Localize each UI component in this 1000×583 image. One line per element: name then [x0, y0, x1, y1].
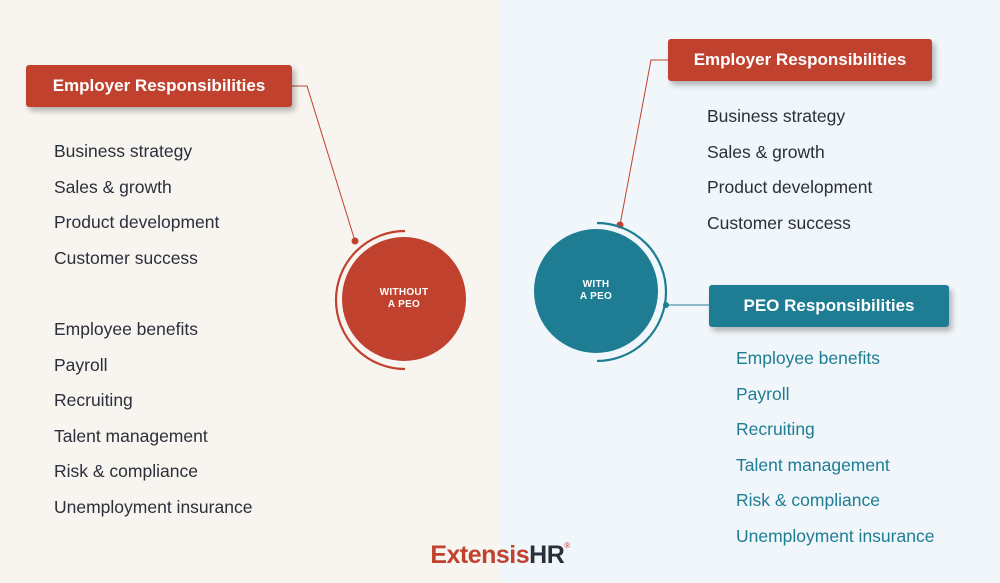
logo-registered-mark: ®: [564, 541, 570, 550]
left-header-label: Employer Responsibilities: [52, 76, 266, 95]
logo-part-hr: HR: [529, 541, 565, 569]
without-peo-line2: A PEO: [387, 299, 421, 310]
list-item: Talent management: [54, 425, 208, 446]
extensishr-logo: ExtensisHR®: [0, 541, 1000, 570]
logo-part-extensis: Extensis: [430, 541, 530, 569]
without-peo-line1: WITHOUT: [379, 287, 429, 298]
right-employer-responsibilities-header: Employer Responsibilities: [668, 39, 932, 81]
right-employer-list: Business strategy Sales & growth Product…: [707, 104, 872, 246]
list-item: Recruiting: [736, 419, 815, 439]
list-item: Employee benefits: [736, 348, 880, 368]
list-item: Payroll: [736, 383, 790, 404]
list-item: Unemployment insurance: [54, 496, 253, 517]
with-peo-line2: A PEO: [579, 291, 613, 302]
list-item: Sales & growth: [54, 176, 172, 197]
left-connector-line: [292, 85, 356, 242]
peo-responsibilities-header: PEO Responsibilities: [709, 285, 949, 327]
list-item: Risk & compliance: [54, 461, 198, 481]
list-item: Product development: [54, 212, 220, 232]
list-item: Unemployment insurance: [736, 525, 935, 546]
list-item: Recruiting: [54, 390, 133, 410]
left-employer-responsibilities-header: Employer Responsibilities: [26, 65, 292, 107]
right-upper-connector-line: [619, 59, 668, 226]
list-item: Business strategy: [707, 106, 846, 126]
right-header-label: Employer Responsibilities: [693, 50, 907, 69]
left-connector-dot: [351, 237, 359, 245]
list-item: Customer success: [54, 247, 198, 268]
list-item: Product development: [707, 177, 873, 197]
list-item: Employee benefits: [54, 319, 198, 339]
left-other-responsibilities-list: Employee benefits Payroll Recruiting Tal…: [54, 317, 252, 530]
peo-header-label: PEO Responsibilities: [743, 296, 915, 315]
list-item: Customer success: [707, 212, 851, 233]
left-circle-ring: [334, 229, 406, 371]
list-item: Risk & compliance: [736, 490, 880, 510]
with-peo-circle: WITH A PEO: [534, 229, 658, 353]
without-peo-circle: WITHOUT A PEO: [342, 237, 466, 361]
left-employer-list: Business strategy Sales & growth Product…: [54, 139, 219, 281]
with-peo-line1: WITH: [582, 279, 610, 290]
list-item: Sales & growth: [707, 141, 825, 162]
list-item: Talent management: [736, 454, 890, 475]
list-item: Payroll: [54, 354, 108, 375]
list-item: Business strategy: [54, 141, 193, 161]
right-circle-ring: [596, 221, 668, 363]
peo-responsibilities-list: Employee benefits Payroll Recruiting Tal…: [736, 346, 934, 559]
